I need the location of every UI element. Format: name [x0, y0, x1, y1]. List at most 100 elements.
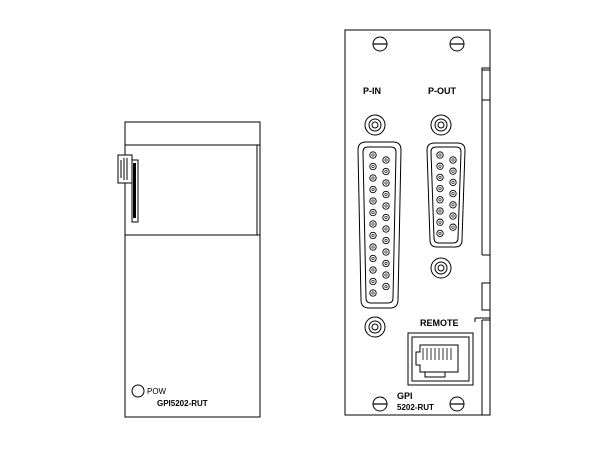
- p-in-label: P-IN: [363, 86, 381, 96]
- connector-pin: [436, 207, 444, 215]
- connector-pin-center: [371, 199, 375, 203]
- connector-pin: [369, 220, 377, 228]
- connector-pin-center: [451, 214, 455, 218]
- connector-pin: [449, 201, 457, 209]
- connector-pin-center: [384, 181, 388, 185]
- connector-pin: [382, 167, 390, 176]
- connector-pin-center: [371, 279, 375, 283]
- connector-pin: [369, 197, 377, 205]
- connector-pin-center: [371, 234, 375, 238]
- p-in-connector: [357, 141, 402, 309]
- side-connector: [117, 154, 139, 223]
- remote-port-icon: [407, 332, 474, 386]
- connector-pin: [369, 289, 377, 297]
- connector-pin: [449, 189, 457, 198]
- connector-pin-center: [438, 209, 442, 213]
- connector-pin-center: [438, 198, 442, 202]
- front-panel-body: [344, 29, 491, 416]
- connector-pin-center: [451, 169, 455, 173]
- connector-pin-center: [384, 250, 388, 254]
- connector-pin-center: [384, 227, 388, 231]
- connector-pin-center: [371, 245, 375, 249]
- screw-icon: [449, 36, 465, 52]
- connector-pin-center: [371, 165, 375, 169]
- connector-pin-center: [371, 188, 375, 192]
- connector-pin: [436, 162, 444, 170]
- connector-pin-center: [451, 180, 455, 184]
- connector-pin: [369, 174, 377, 182]
- connector-pin: [369, 266, 377, 274]
- connector-pin-center: [384, 193, 388, 197]
- connector-pin-center: [438, 231, 442, 235]
- connector-pin: [382, 259, 390, 268]
- connector-pin: [436, 151, 444, 159]
- connector-pin: [436, 218, 444, 226]
- p-out-label: P-OUT: [428, 86, 457, 96]
- connector-pin: [382, 282, 390, 291]
- side-view: POW GPI5202-RUT: [117, 121, 261, 418]
- p-out-knob-icon: [430, 114, 452, 136]
- connector-pin-center: [384, 204, 388, 208]
- connector-pin-center: [384, 239, 388, 243]
- remote-label: REMOTE: [420, 318, 459, 328]
- connector-pin: [382, 271, 390, 279]
- connector-pin-center: [371, 256, 375, 260]
- connector-pin-center: [438, 220, 442, 224]
- front-model-line1: GPI: [397, 391, 413, 401]
- connector-pin: [382, 213, 390, 222]
- connector-pin-center: [438, 153, 442, 157]
- connector-pin: [382, 202, 390, 210]
- connector-pin: [449, 167, 457, 175]
- connector-pin: [369, 185, 377, 194]
- connector-pin-center: [384, 158, 388, 162]
- connector-pin-center: [451, 203, 455, 207]
- side-model-label: GPI5202-RUT: [157, 399, 208, 408]
- connector-pin: [382, 236, 390, 245]
- connector-pin: [369, 231, 377, 240]
- connector-pin: [369, 162, 377, 171]
- connector-pin: [382, 248, 390, 256]
- connector-pin: [369, 243, 377, 251]
- connector-pin: [436, 229, 444, 238]
- connector-pin-center: [451, 158, 455, 162]
- connector-pin: [382, 156, 390, 164]
- connector-pin-center: [438, 175, 442, 179]
- connector-pin-center: [384, 273, 388, 277]
- connector-pin-center: [384, 170, 388, 174]
- connector-pin-center: [438, 164, 442, 168]
- connector-pin-center: [451, 225, 455, 229]
- connector-pin: [369, 254, 377, 263]
- screw-icon: [449, 396, 465, 412]
- screw-icon: [372, 396, 388, 412]
- connector-pin: [449, 156, 457, 164]
- connector-pin-center: [371, 222, 375, 226]
- connector-pin-center: [371, 211, 375, 215]
- pow-led-icon: [131, 384, 145, 398]
- knob-icon: [430, 257, 452, 279]
- p-in-knob-icon: [364, 114, 386, 136]
- connector-pin-center: [384, 216, 388, 220]
- screw-icon: [372, 36, 388, 52]
- connector-pin-center: [451, 192, 455, 196]
- connector-pin: [382, 179, 390, 187]
- knob-icon: [364, 316, 386, 338]
- connector-pin-center: [371, 176, 375, 180]
- connector-pin: [369, 151, 377, 159]
- connector-pin-center: [371, 291, 375, 295]
- connector-pin: [449, 178, 457, 187]
- side-view-body: [124, 121, 261, 418]
- connector-pin-center: [384, 261, 388, 265]
- front-panel: P-IN P-OUT: [344, 29, 491, 416]
- connector-pin: [436, 184, 444, 193]
- p-out-connector: [426, 142, 466, 248]
- connector-pin: [369, 277, 377, 286]
- pow-label: POW: [147, 387, 167, 396]
- connector-pin: [436, 173, 444, 182]
- connector-pin-center: [384, 284, 388, 288]
- connector-pin-center: [438, 187, 442, 191]
- connector-pin: [382, 190, 390, 199]
- connector-pin: [449, 212, 457, 220]
- connector-pin-center: [371, 268, 375, 272]
- connector-pin: [436, 196, 444, 204]
